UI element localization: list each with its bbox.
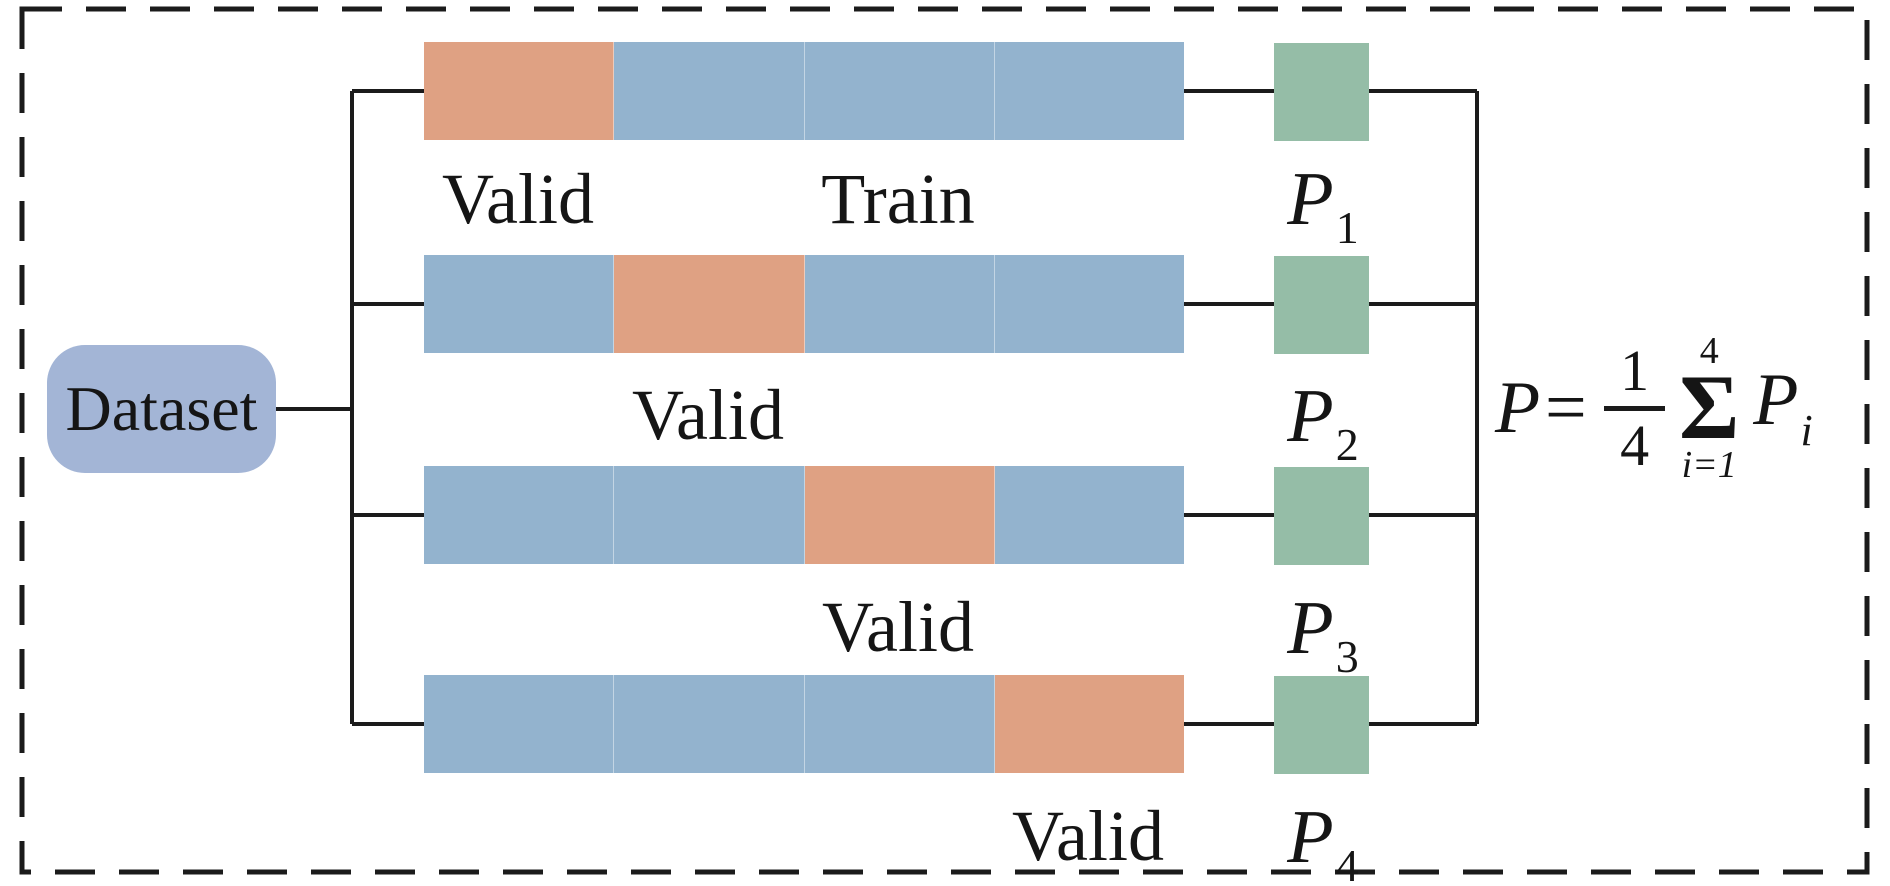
p2-base: P [1287,374,1334,458]
dataset-label: Dataset [65,373,258,444]
sum-upper-limit: 4 [1699,330,1719,373]
bar-segment [424,675,615,773]
bar-segment [614,466,805,564]
p1-subscript: 1 [1335,202,1359,253]
valid-label-1: Valid [442,159,594,239]
bar-segment [994,255,1184,353]
fold-bar-3 [424,466,1184,564]
p4-base: P [1287,795,1334,879]
fraction-denominator: 4 [1620,412,1650,478]
bar-segment [424,466,615,564]
bar-segment [804,466,995,564]
bar-segment [804,255,995,353]
train-label: Train [821,159,975,239]
fold-bar-4 [424,675,1184,773]
p-box-4 [1274,676,1369,774]
valid-label-2: Valid [632,375,784,455]
valid-label-3: Valid [822,587,974,667]
valid-label-4: Valid [1012,796,1164,876]
p3-label: P 3 [1287,590,1358,680]
bar-segment [424,255,615,353]
bar-segment [994,466,1184,564]
sum-term: P i [1753,363,1812,453]
bar-segment [994,675,1184,773]
bar-segment [424,42,615,140]
p-box-1 [1274,43,1369,141]
bar-segment [614,255,805,353]
p2-label: P 2 [1287,378,1358,468]
fold-bar-2 [424,255,1184,353]
fold-bar-1 [424,42,1184,140]
bar-segment [804,675,995,773]
sum-lower-limit: i=1 [1681,443,1737,486]
formula-lhs: P= [1495,367,1591,449]
p4-label: P 4 [1287,799,1358,886]
formula-fraction: 1 4 [1604,341,1666,478]
dashed-border [19,6,1870,875]
sigma-symbol: Σ [1679,356,1740,459]
term-base: P [1753,359,1799,441]
bar-segment [994,42,1184,140]
term-subscript: i [1800,406,1813,455]
p1-base: P [1287,157,1334,241]
dataset-node: Dataset [47,345,276,473]
p-box-2 [1274,256,1369,354]
p1-label: P 1 [1287,161,1358,251]
bar-segment [614,675,805,773]
p3-base: P [1287,586,1334,670]
p-box-3 [1274,467,1369,565]
bar-segment [614,42,805,140]
p3-subscript: 3 [1335,631,1359,682]
p2-subscript: 2 [1335,419,1359,470]
p4-subscript: 4 [1335,840,1359,886]
fraction-numerator: 1 [1604,341,1666,411]
bar-segment [804,42,995,140]
summation: 4 Σ i=1 [1679,332,1739,483]
average-formula: P= 1 4 4 Σ i=1 P i [1495,330,1813,486]
